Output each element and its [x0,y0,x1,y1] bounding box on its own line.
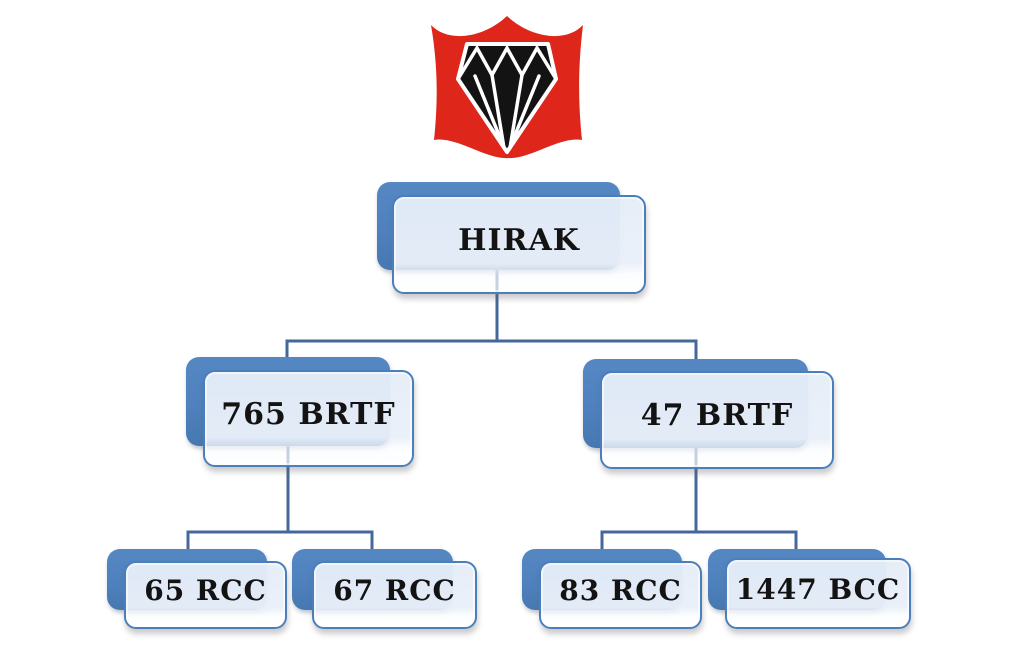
connector-hirak-children [285,339,698,360]
node-label: 765 BRTF [221,396,396,432]
node-box: 65 RCC [124,561,287,629]
connector-765brtf-children [186,530,374,554]
node-label: 67 RCC [333,574,456,607]
node-box: 83 RCC [539,561,702,629]
node-box: 67 RCC [312,561,477,629]
node-label: HIRAK [458,222,580,258]
node-label: 83 RCC [559,574,682,607]
node-label: 1447 BCC [735,572,901,606]
org-node-83-rcc: 83 RCC [522,549,702,629]
node-box: HIRAK [392,195,646,294]
org-node-765-brtf: 765 BRTF [186,357,414,467]
node-label: 65 RCC [144,574,267,607]
node-label: 47 BRTF [640,398,794,433]
org-node-hirak: HIRAK [377,182,646,294]
connector-47brtf-children [600,530,798,554]
org-node-67-rcc: 67 RCC [292,549,477,629]
node-box: 1447 BCC [725,558,911,629]
node-box: 47 BRTF [600,371,834,469]
hirak-logo [431,16,583,159]
node-box: 765 BRTF [203,370,414,467]
org-node-65-rcc: 65 RCC [107,549,287,629]
org-node-1447-bcc: 1447 BCC [708,549,911,629]
org-node-47-brtf: 47 BRTF [583,359,834,469]
diamond-icon [456,42,558,154]
